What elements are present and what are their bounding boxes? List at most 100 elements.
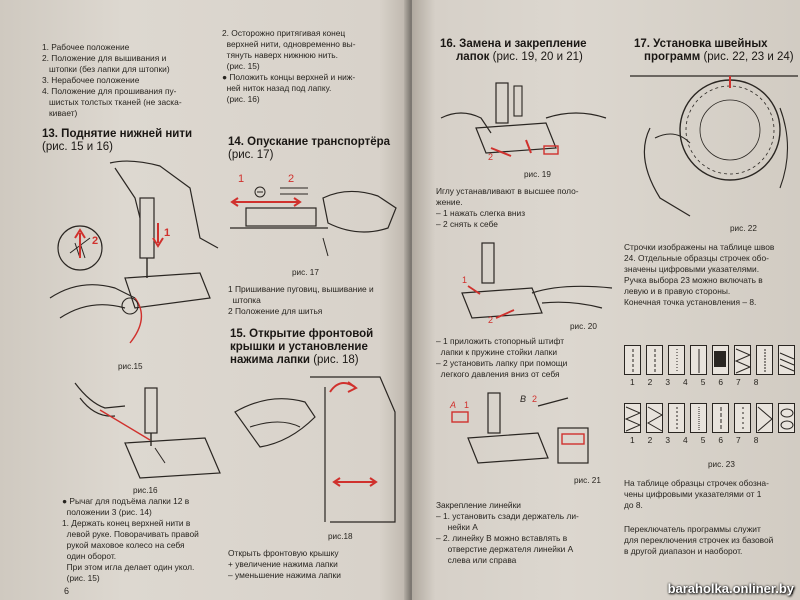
section-14-title: 14. Опускание транспортёра (рис. 17) [228,136,391,161]
text-line: ней ниток назад под лапку. [222,83,332,93]
svg-text:1: 1 [164,227,170,239]
stitch-number: 5 [700,435,706,445]
page-number: 7 [790,586,796,596]
left-page: 1. Рабочее положение 2. Положение для вы… [0,0,412,600]
text-line: штопка [228,295,261,305]
text-line: отверстие держателя линейки А [436,544,574,554]
text-line: – 2. линейку В можно вставлять в [436,533,568,543]
text-line: положении 3 (рис. 14) [62,507,152,517]
right-page: 16. Замена и закрепление лапок (рис. 19,… [412,0,800,600]
list-line: кивает) [42,108,78,118]
page-number: 6 [64,586,70,596]
text-line: легкого давления вниз от себя [436,369,560,379]
text-line: – 2 установить лапку при помощи [436,358,568,368]
stitch-number: 3 [665,377,671,387]
figure-16-caption: рис.16 [133,486,158,495]
stitch-number: 2 [647,377,653,387]
figure-15-caption: рис.15 [118,362,143,371]
figure-20-illustration: 1 2 [461,242,613,325]
text-line: в другой диапазон и наоборот. [624,546,743,556]
list-line: 1. Рабочее положение [42,42,130,52]
svg-text:2: 2 [288,173,294,185]
figure-21-caption: рис. 21 [574,476,601,485]
figure-19-illustration: 2 [440,82,607,162]
stitch-number: 4 [683,377,688,387]
section-16-text-2: – 1 приложить стопорный штифт лапки к пр… [436,336,616,380]
list-line: 4. Положение для прошивания пу- [42,86,177,96]
section-13-text: ● Рычаг для подъёма лапки 12 в положении… [62,496,222,584]
text-line: 1. Держать конец верхней нити в [62,518,191,528]
svg-text:2: 2 [488,315,493,325]
text-line: до 8. [624,500,643,510]
text-line: 2 Положение для шитья [228,306,323,316]
list-line: шистых толстых тканей (не заска- [42,97,182,107]
text-line: + увеличение нажима лапки [228,559,338,569]
stitch-pattern [778,345,795,375]
text-line: тянуть наверх нижнюю нить. [222,50,338,60]
text-line: нейки А [436,522,478,532]
text-line: – 1 нажать слегка вниз [436,208,526,218]
text-line: для переключения строчек из базовой [624,535,774,545]
svg-text:1: 1 [462,275,467,285]
section-16-text: Иглу устанавливают в высшее поло- жение.… [436,186,616,230]
text-line: При этом игла делает один укол. [62,562,195,572]
figure-17-illustration: 1 2 [230,173,397,257]
text-line: левую и в правую стороны. [624,286,731,296]
stitch-number: 4 [683,435,688,445]
stitch-patterns-drawing [624,348,795,432]
text-line: Закрепление линейки [436,500,521,510]
text-line: (рис. 15) [222,61,260,71]
stitch-number: 1 [630,435,635,445]
text-line: Открыть фронтовую крышку [228,548,339,558]
stitch-pattern [668,345,685,375]
text-line: Переключатель программы служит [624,524,761,534]
svg-text:1: 1 [238,173,244,185]
section-13-title: 13. Поднятие нижней нити (рис. 15 и 16) [42,128,193,153]
stitch-pattern [668,403,685,433]
position-list: 1. Рабочее положение 2. Положение для вы… [42,42,212,119]
text-line: чены цифровыми указателями от 1 [624,489,762,499]
stitch-number: 6 [718,377,724,387]
text-line: слева или справа [436,555,517,565]
text-line: значены цифровыми указателями. [624,264,760,274]
svg-text:2: 2 [92,235,98,247]
svg-text:1: 1 [464,400,469,410]
stitch-number: 8 [753,377,759,387]
text-line: Иглу устанавливают в высшее поло- [436,186,579,196]
text-line: верхней нити, одновременно вы- [222,39,356,49]
stitch-number: 6 [718,435,724,445]
text-line: – уменьшение нажима лапки [228,570,341,580]
watermark-text: baraholka.onliner.by [667,581,794,596]
stitch-number: 1 [630,377,635,387]
stitch-pattern [646,403,663,433]
text-line: (рис. 15) [62,573,100,583]
figure-23-caption: рис. 23 [708,460,735,469]
text-line: (рис. 16) [222,94,260,104]
section-17-text: Строчки изображены на таблице швов 24. О… [624,242,796,308]
text-line: 1 Пришивание пуговиц, вышивание и [228,284,374,294]
figure-22-illustration [630,75,798,217]
figure-22-caption: рис. 22 [730,224,757,233]
section-17-text-3: Переключатель программы служит для перек… [624,524,796,557]
stitch-number: 5 [700,377,706,387]
section-14-text: 1 Пришивание пуговиц, вышивание и штопка… [228,284,403,317]
stitch-number: 8 [753,435,759,445]
figure-21-illustration: A 1 B 2 [449,392,589,464]
section-15-text: Открыть фронтовую крышку + увеличение на… [228,548,403,581]
text-line: – 1. установить сзади держатель ли- [436,511,579,521]
text-line: 24. Отдельные образцы строчек обо- [624,253,769,263]
stitch-number: 3 [665,435,671,445]
figure-15-illustration: 2 1 [49,160,219,344]
text-line: На таблице образцы строчек обозна- [624,478,769,488]
section-16-text-3: Закрепление линейки – 1. установить сзад… [436,500,616,566]
stitch-number: 2 [647,435,653,445]
text-line: рукой маховое колесо на себя [62,540,185,550]
text-line: лапки к пружине стойки лапки [436,347,558,357]
svg-text:2: 2 [532,394,537,404]
list-line: штопки (без лапки для штопки) [42,64,170,74]
svg-text:A: A [449,400,456,410]
stitch-number: 7 [736,435,741,445]
section-13-continued: 2. Осторожно притягивая конец верхней ни… [222,28,402,105]
stitch-number-row-top: 1 2 3 4 5 6 7 8 [630,377,800,388]
stitch-pattern [734,345,751,375]
